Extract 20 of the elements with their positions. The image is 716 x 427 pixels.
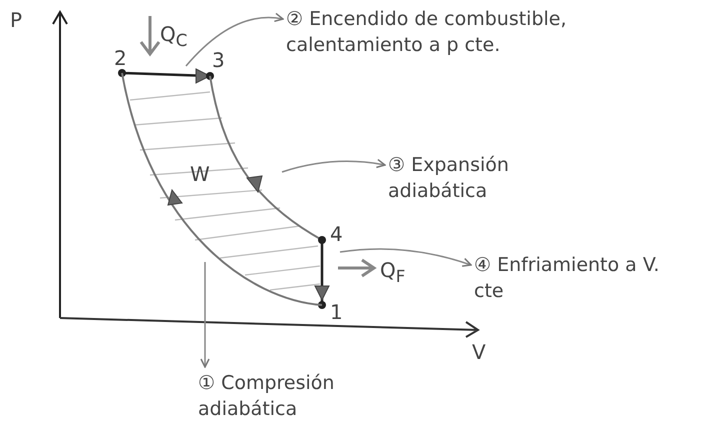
annotation-text: ④ Enfriamiento a V. cte — [474, 252, 674, 304]
state-label: 2 — [114, 46, 127, 70]
axis-label: P — [10, 8, 22, 32]
state-label: 3 — [212, 48, 225, 72]
leader-line — [200, 262, 210, 368]
annotation-text: ③ Expansión adiabática — [388, 152, 588, 204]
heat-label: Q$_{F}$ — [380, 258, 406, 286]
compression-curve — [121, 72, 322, 306]
leader-line — [340, 248, 472, 268]
cooling-process-line — [314, 236, 330, 309]
leader-line — [282, 158, 386, 173]
work-label: W — [190, 162, 210, 186]
state-label: 4 — [330, 222, 343, 246]
axis-label: V — [472, 340, 486, 364]
heat-label: Q$_{C}$ — [160, 22, 188, 50]
heating-process-line — [118, 68, 214, 84]
state-label: 1 — [330, 300, 343, 324]
annotation-text: ① Compresión adiabática — [198, 370, 438, 422]
leader-line — [185, 13, 284, 66]
annotation-text: ② Encendido de combustible, calentamiento a p cte. — [286, 6, 686, 58]
